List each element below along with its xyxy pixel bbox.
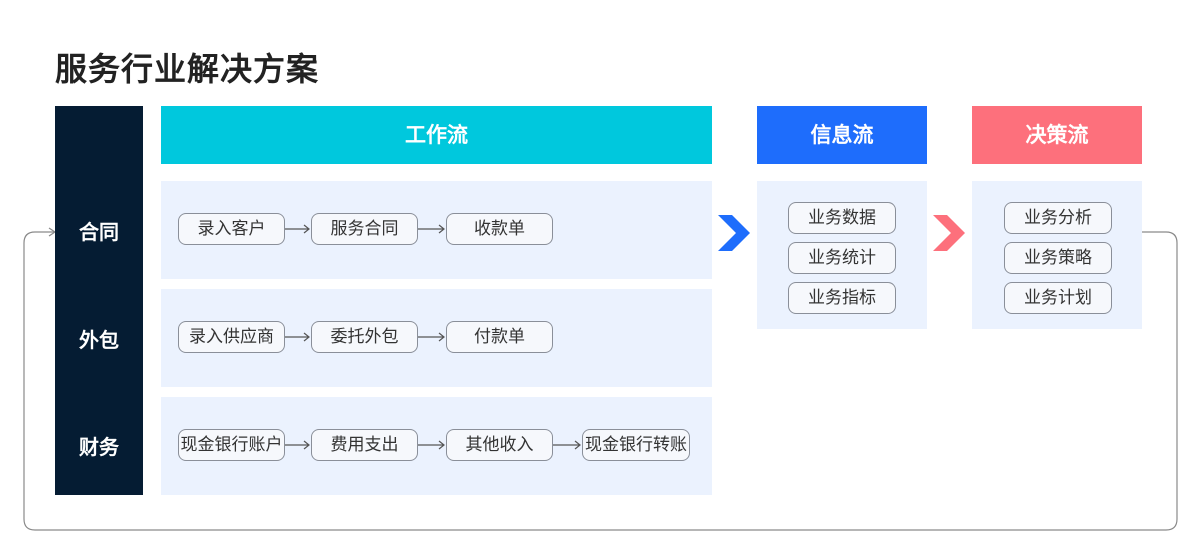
- arrow-right-icon: [285, 224, 310, 234]
- workflow-step: 付款单: [446, 321, 553, 353]
- workflow-step: 现金银行账户: [178, 429, 285, 461]
- info-item: 业务数据: [788, 202, 896, 234]
- info-item: 业务统计: [788, 242, 896, 274]
- workflow-row-finance: 现金银行账户 费用支出 其他收入 现金银行转账: [161, 397, 712, 495]
- category-finance: 财务: [79, 435, 119, 459]
- arrow-right-icon: [285, 440, 310, 450]
- arrow-right-icon: [553, 440, 581, 450]
- workflow-step: 其他收入: [446, 429, 553, 461]
- workflow-step: 录入客户: [178, 213, 285, 245]
- workflow-step: 委托外包: [311, 321, 418, 353]
- workflow-step: 录入供应商: [178, 321, 285, 353]
- info-item: 业务指标: [788, 282, 896, 314]
- workflow-step: 收款单: [446, 213, 553, 245]
- chevron-right-icon: [718, 215, 750, 251]
- arrow-right-icon: [418, 224, 445, 234]
- decision-item: 业务计划: [1004, 282, 1112, 314]
- arrow-right-icon: [418, 440, 445, 450]
- info-flow-panel: 业务数据 业务统计 业务指标: [757, 181, 927, 329]
- page-title: 服务行业解决方案: [55, 50, 320, 88]
- workflow-step: 服务合同: [311, 213, 418, 245]
- decision-item: 业务策略: [1004, 242, 1112, 274]
- category-contract: 合同: [79, 220, 119, 244]
- workflow-row-outsource: 录入供应商 委托外包 付款单: [161, 289, 712, 387]
- arrow-right-icon: [418, 332, 445, 342]
- decision-flow-panel: 业务分析 业务策略 业务计划: [972, 181, 1142, 329]
- decision-flow-header: 决策流: [972, 106, 1142, 164]
- workflow-row-contract: 录入客户 服务合同 收款单: [161, 181, 712, 279]
- category-outsource: 外包: [79, 328, 119, 352]
- arrow-right-icon: [285, 332, 310, 342]
- decision-item: 业务分析: [1004, 202, 1112, 234]
- workflow-step: 费用支出: [311, 429, 418, 461]
- info-flow-header: 信息流: [757, 106, 927, 164]
- category-sidebar: 合同 外包 财务: [55, 106, 143, 495]
- chevron-right-icon: [933, 215, 965, 251]
- workflow-header: 工作流: [161, 106, 712, 164]
- workflow-step: 现金银行转账: [582, 429, 690, 461]
